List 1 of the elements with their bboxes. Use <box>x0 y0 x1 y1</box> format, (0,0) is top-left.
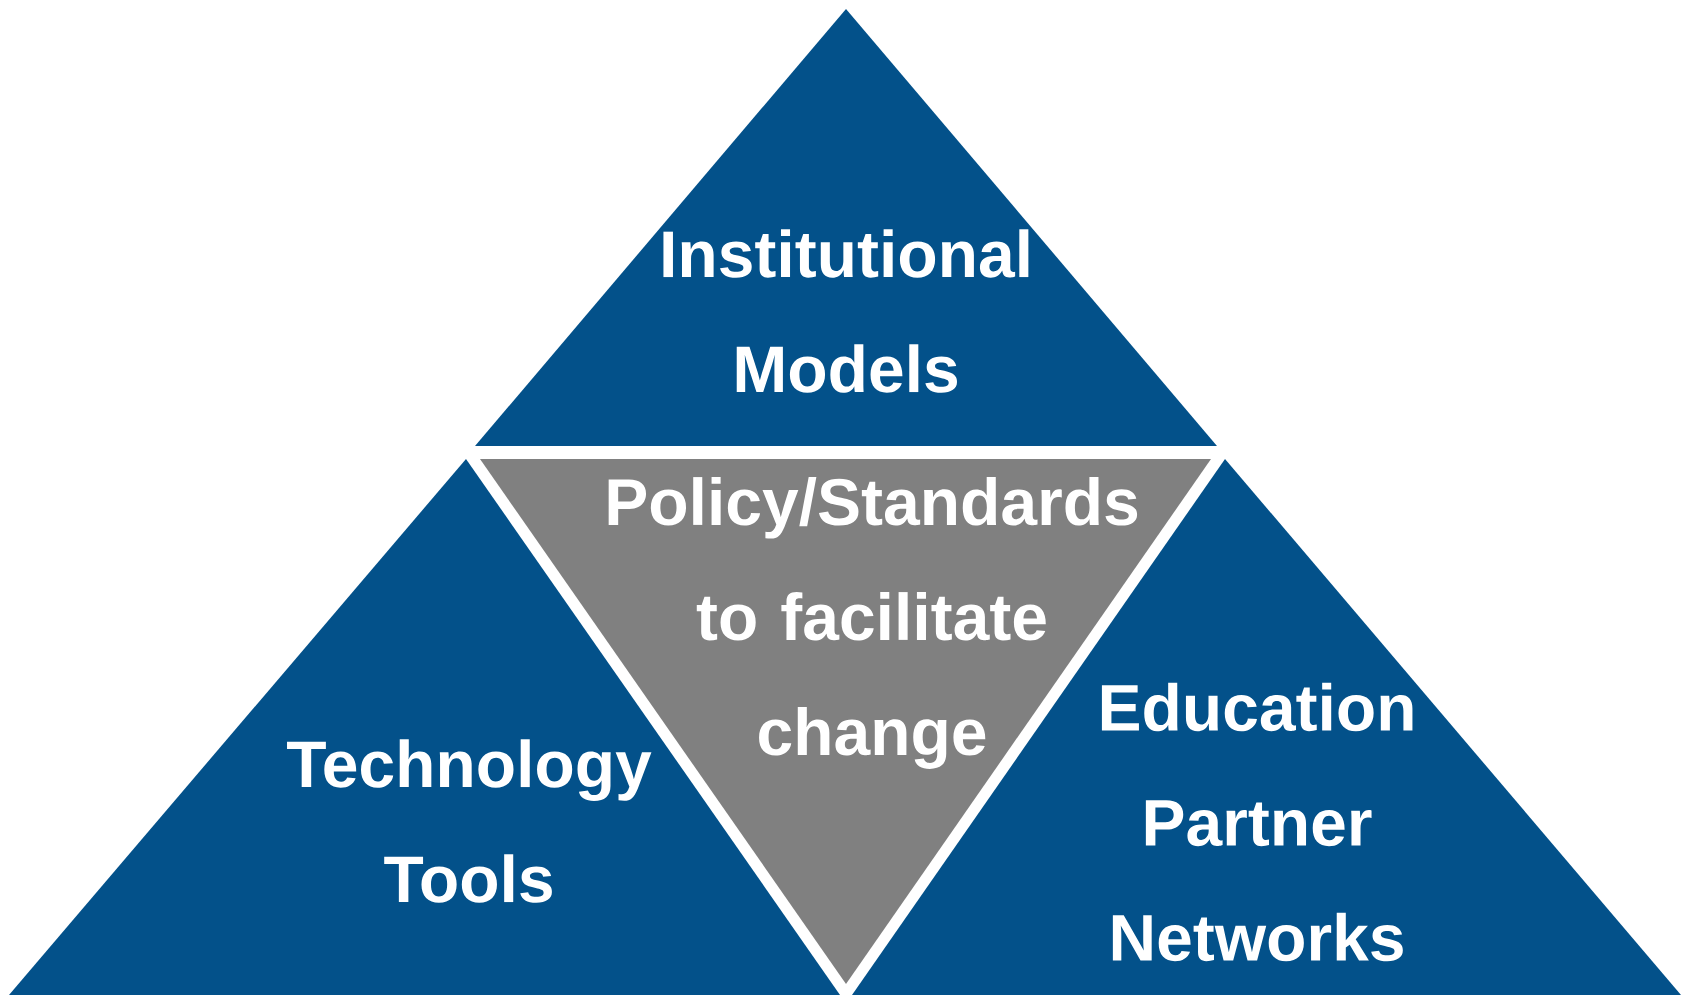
triangle-block: Institutional Models <box>475 9 1217 446</box>
